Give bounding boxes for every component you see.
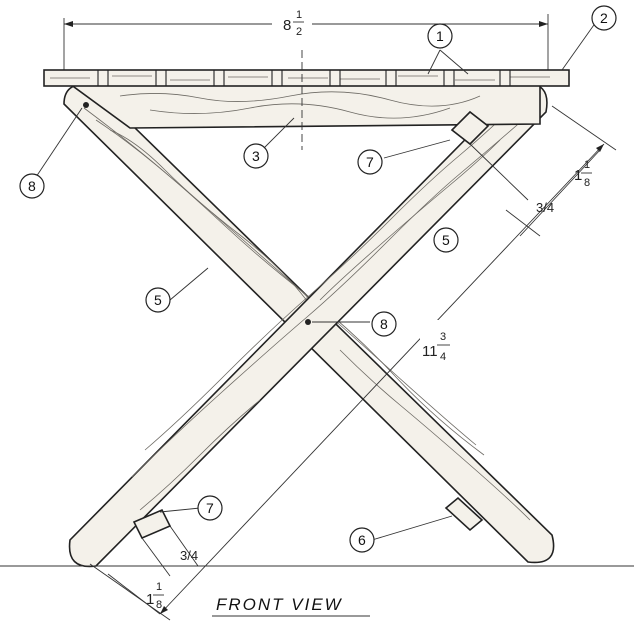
block-upper	[450, 110, 490, 146]
top-width-dimension: 8 1 2	[63, 9, 549, 72]
lower-offset-den: 8	[156, 599, 162, 611]
upper-offset-dimension: 1 1 8	[505, 149, 601, 237]
top-width-whole: 8	[283, 17, 291, 34]
svg-text:7: 7	[366, 154, 374, 170]
callout-end-slat: 2	[591, 5, 617, 31]
upper-offset-num: 1	[584, 159, 590, 171]
top-width-den: 2	[296, 26, 302, 38]
lower-offset-num: 1	[156, 581, 162, 593]
pivot-top-hole	[83, 102, 89, 108]
callout-pivot-center: 8	[371, 311, 397, 337]
svg-text:3: 3	[252, 148, 260, 164]
svg-text:1: 1	[436, 28, 444, 44]
lower-block-label: 3/4	[180, 548, 198, 563]
svg-text:5: 5	[442, 232, 450, 248]
svg-text:6: 6	[358, 532, 366, 548]
callout-rail: 3	[243, 143, 269, 169]
leg-length-den: 4	[440, 351, 446, 363]
lower-block-dimension: 3/4	[141, 525, 199, 577]
drawing-title: FRONT VIEW	[216, 595, 343, 614]
pivot-center-hole	[305, 319, 311, 325]
leg-length-whole: 11	[422, 343, 438, 360]
callout-pivot-top: 8	[19, 173, 45, 199]
svg-text:8: 8	[380, 316, 388, 332]
svg-text:5: 5	[154, 292, 162, 308]
lower-offset-whole: 1	[146, 591, 154, 608]
upper-offset-den: 8	[584, 177, 590, 189]
callout-block-lower: 7	[197, 495, 223, 521]
upper-block-dimension: 3/4	[469, 143, 554, 215]
top-width-num: 1	[296, 9, 302, 21]
top-slats	[43, 50, 570, 150]
leg-length-num: 3	[440, 331, 446, 343]
svg-text:8: 8	[28, 178, 36, 194]
callout-stop-block: 6	[349, 527, 375, 553]
lower-offset-dimension: 1 1 8	[107, 573, 164, 615]
callout-leg-right: 5	[433, 227, 459, 253]
stop-block	[444, 496, 484, 532]
svg-text:2: 2	[600, 10, 608, 26]
leg-length-dimension: 11 3 4	[89, 105, 617, 621]
callout-block-upper: 7	[357, 149, 383, 175]
svg-text:7: 7	[206, 500, 214, 516]
upper-block-label: 3/4	[536, 200, 554, 215]
callout-slats: 1	[427, 23, 453, 49]
upper-offset-whole: 1	[574, 167, 582, 184]
callout-leg-left: 5	[145, 287, 171, 313]
